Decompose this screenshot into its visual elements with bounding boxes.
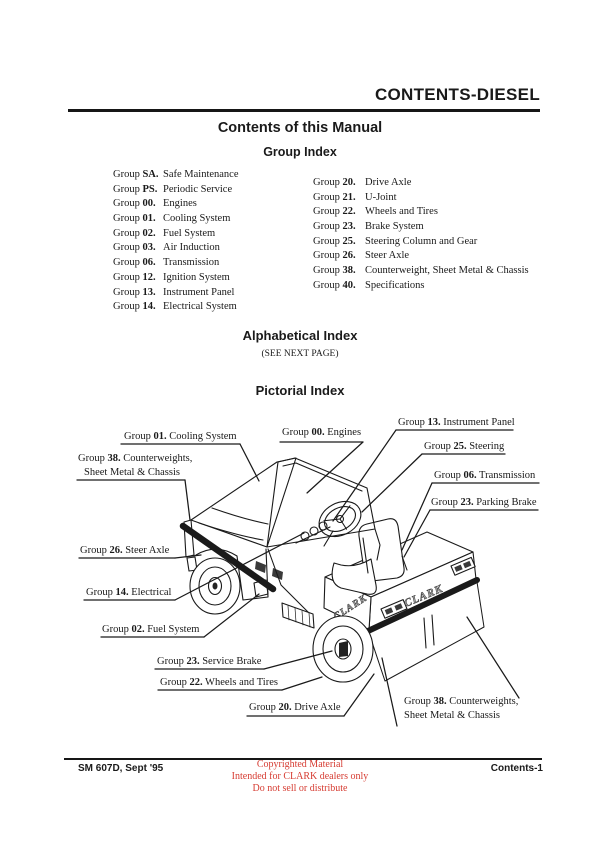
pictorial-index-heading: Pictorial Index [255,383,345,398]
callout-label-steer-axle: Group 26. Steer Axle [80,545,170,556]
callout-label-wheels-tires: Group 22. Wheels and Tires [160,677,278,688]
page-number: Contents-1 [490,763,543,774]
see-next-page-note: (SEE NEXT PAGE) [261,349,339,359]
callout-label-drive-axle: Group 20. Drive Axle [249,702,341,713]
group-index-row: Group 00.Engines [113,198,197,210]
copyright-notice: Copyrighted Material Intended for CLARK … [0,759,600,795]
tractor-windshield [266,457,381,561]
group-index-row: Group 02.Fuel System [113,227,216,239]
copyright-notice-line: Do not sell or distribute [252,783,348,794]
group-index-row: Group SA.Safe Maintenance [113,169,239,180]
tractor-front-wheel [189,557,241,615]
group-index-heading: Group Index [263,145,337,159]
page-title: CONTENTS-DIESEL [374,85,540,104]
tractor-seat [331,518,408,595]
callout-label-cooling: Group 01. Cooling System [124,431,237,442]
group-index-row: Group 14.Electrical System [113,301,237,313]
callout-label-transmission: Group 06. Transmission [434,470,536,481]
hood-stripe [179,522,277,593]
deck-reflector [380,599,408,619]
group-index-row: Group 06.Transmission [113,257,220,269]
callout-label-instrument-panel: Group 13. Instrument Panel [398,417,515,428]
group-index-left-column: Group SA.Safe Maintenance Group PS.Perio… [113,168,239,315]
group-index-row: Group 25.Steering Column and Gear [313,235,478,247]
header-rule [68,109,540,112]
callout-label-parking-brake: Group 23. Parking Brake [431,497,537,508]
tow-tractor-drawing: CLARK CLARK [179,457,485,683]
document-reference: SM 607D, Sept '95 [78,763,164,774]
group-index-right-column: Group 20.Drive Axle Group 21.U-Joint Gro… [313,176,529,294]
callout-label-electrical: Group 14. Electrical [86,587,172,598]
steering-column [323,530,334,547]
tractor-rear-wheel [312,615,374,683]
contents-heading: Contents of this Manual [217,120,383,136]
tractor-dashboard [295,521,331,544]
callout-label-engines: Group 00. Engines [282,427,362,438]
group-index-row: Group 20.Drive Axle [313,177,412,188]
footer-rule [64,758,542,760]
tractor-hood [183,457,297,572]
tractor-steering-wheel [318,500,362,538]
group-index-row: Group PS.Periodic Service [113,183,233,195]
callout-lines [76,429,540,727]
group-index-row: Group 21.U-Joint [313,191,397,203]
callout-label-counterweights-bottom: Group 38. Counterweights,Sheet Metal & C… [404,696,519,721]
group-index-row: Group 26.Steer Axle [313,250,410,262]
tractor-cowl [253,548,315,629]
copyright-notice-line: Copyrighted Material [256,759,344,770]
callout-label-service-brake: Group 23. Service Brake [157,656,262,667]
front-fender-side [236,548,269,601]
group-index-row: Group 38.Counterweight, Sheet Metal & Ch… [313,265,529,277]
group-index-row: Group 12.Ignition System [113,271,230,283]
group-index-row: Group 22.Wheels and Tires [313,206,438,218]
callout-label-counterweights-top: Group 38. Counterweights,Sheet Metal & C… [78,453,193,478]
deck-reflector [450,556,476,576]
alphabetical-index-heading: Alphabetical Index [242,328,358,343]
group-index-row: Group 01.Cooling System [113,213,231,225]
callout-label-steering: Group 25. Steering [424,441,505,452]
group-index-row: Group 40.Specifications [313,279,425,291]
group-index-row: Group 23.Brake System [313,221,424,233]
copyright-notice-line: Intended for CLARK dealers only [231,771,369,782]
group-index-row: Group 03.Air Induction [113,242,220,254]
group-index-row: Group 13.Instrument Panel [113,286,235,298]
callout-label-fuel-system: Group 02. Fuel System [102,624,200,635]
